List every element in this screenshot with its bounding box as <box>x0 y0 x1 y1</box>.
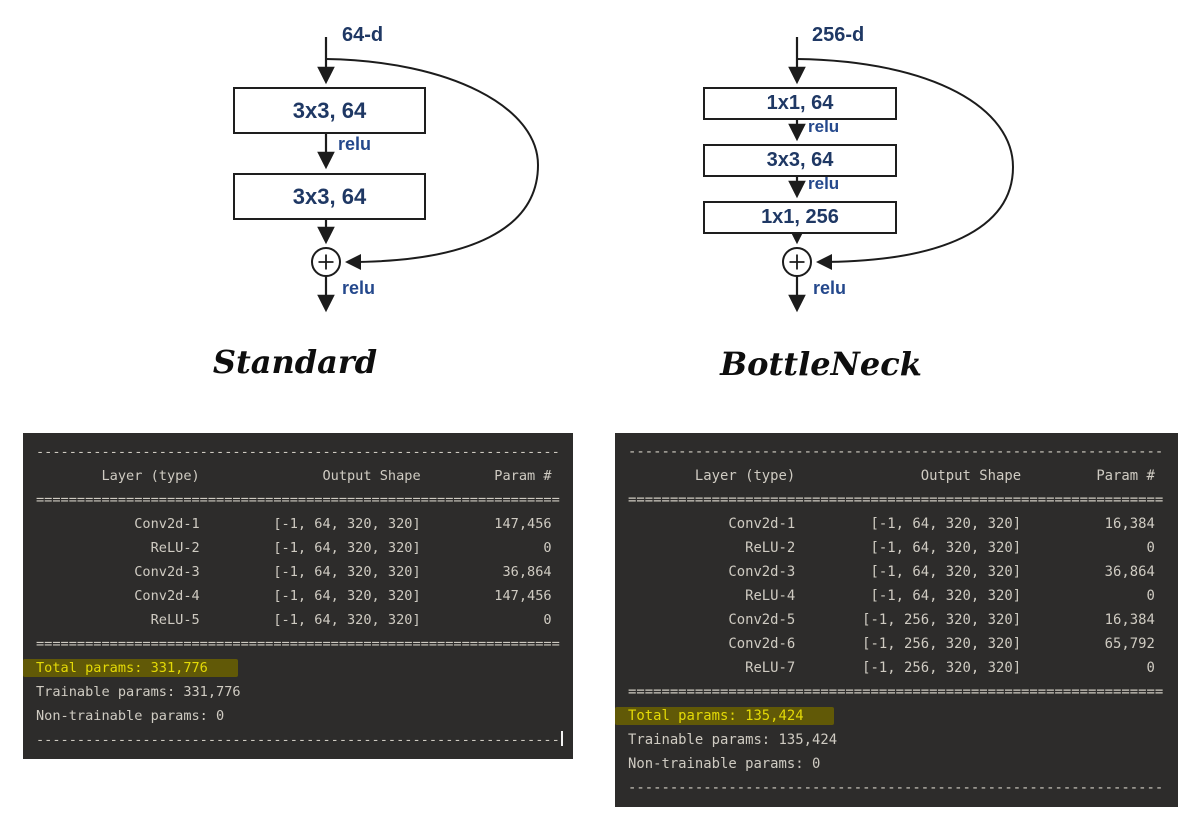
terminal-line: ========================================… <box>628 684 1164 700</box>
terminal-line: ----------------------------------------… <box>36 444 560 460</box>
terminal-line: Layer (type) Output Shape Param # <box>36 468 552 484</box>
terminal-line: Conv2d-6 [-1, 256, 320, 320] 65,792 <box>628 636 1155 652</box>
bottleneck-conv-box-3: 1x1, 256 <box>703 201 897 234</box>
standard-input-dim-label: 64-d <box>342 24 384 46</box>
terminal-line: ReLU-2 [-1, 64, 320, 320] 0 <box>628 540 1155 556</box>
bottleneck-skip-connection <box>796 58 1015 270</box>
terminal-line: Conv2d-1 [-1, 64, 320, 320] 16,384 <box>628 516 1155 532</box>
bottleneck-block-diagram: 256-d 1x1, 64 relu 3x3, 64 relu 1x1, 256… <box>640 15 1060 327</box>
terminal-line: ReLU-4 [-1, 64, 320, 320] 0 <box>628 588 1155 604</box>
bottleneck-output-relu-label: relu <box>813 278 847 298</box>
bottleneck-input-dim-label: 256-d <box>812 24 865 46</box>
standard-conv-box-2: 3x3, 64 <box>233 173 426 220</box>
bottleneck-summary-terminal[interactable]: ----------------------------------------… <box>615 433 1178 807</box>
standard-output-relu-label: relu <box>342 278 376 298</box>
standard-block-diagram: 64-d 3x3, 64 relu 3x3, 64 relu <box>180 15 580 327</box>
terminal-line: Non-trainable params: 0 <box>36 708 225 724</box>
terminal-line: ReLU-7 [-1, 256, 320, 320] 0 <box>628 660 1155 676</box>
bottleneck-relu-label-1: relu <box>808 117 840 136</box>
standard-caption: Standard <box>212 343 378 381</box>
terminal-line: Conv2d-3 [-1, 64, 320, 320] 36,864 <box>36 564 552 580</box>
standard-relu-label-1: relu <box>338 134 372 154</box>
standard-skip-connection <box>325 58 540 270</box>
bottleneck-conv-box-2: 3x3, 64 <box>703 144 897 177</box>
total-params-line: Total params: 135,424 <box>615 704 1165 728</box>
terminal-line: ========================================… <box>628 492 1164 508</box>
bottleneck-diagram-arrows <box>782 37 1015 313</box>
terminal-line: ----------------------------------------… <box>628 444 1164 460</box>
terminal-line: Conv2d-3 [-1, 64, 320, 320] 36,864 <box>628 564 1155 580</box>
terminal-line: Non-trainable params: 0 <box>628 756 821 772</box>
total-params-line: Total params: 331,776 <box>23 656 560 680</box>
terminal-line: ========================================… <box>36 636 560 652</box>
standard-conv-box-1: 3x3, 64 <box>233 87 426 134</box>
terminal-line: Conv2d-4 [-1, 64, 320, 320] 147,456 <box>36 588 552 604</box>
standard-summary-terminal[interactable]: ----------------------------------------… <box>23 433 573 759</box>
terminal-line: Trainable params: 331,776 <box>36 684 241 700</box>
terminal-line: Conv2d-1 [-1, 64, 320, 320] 147,456 <box>36 516 552 532</box>
bottleneck-plus-icon <box>789 254 805 270</box>
text-cursor <box>560 731 563 746</box>
total-params-highlight: Total params: 331,776 <box>23 659 238 677</box>
terminal-line: Layer (type) Output Shape Param # <box>628 468 1155 484</box>
standard-diagram-arrows <box>311 37 540 313</box>
terminal-line: ReLU-5 [-1, 64, 320, 320] 0 <box>36 612 552 628</box>
bottleneck-relu-label-2: relu <box>808 174 840 193</box>
total-params-highlight: Total params: 135,424 <box>615 707 834 725</box>
terminal-line: Trainable params: 135,424 <box>628 732 838 748</box>
terminal-line: ========================================… <box>36 492 560 508</box>
standard-plus-icon <box>318 254 334 270</box>
bottleneck-caption: BottleNeck <box>720 345 922 383</box>
terminal-line: Conv2d-5 [-1, 256, 320, 320] 16,384 <box>628 612 1155 628</box>
terminal-line: ReLU-2 [-1, 64, 320, 320] 0 <box>36 540 552 556</box>
terminal-line: ----------------------------------------… <box>628 780 1164 796</box>
terminal-line: ----------------------------------------… <box>36 728 563 752</box>
bottleneck-conv-box-1: 1x1, 64 <box>703 87 897 120</box>
